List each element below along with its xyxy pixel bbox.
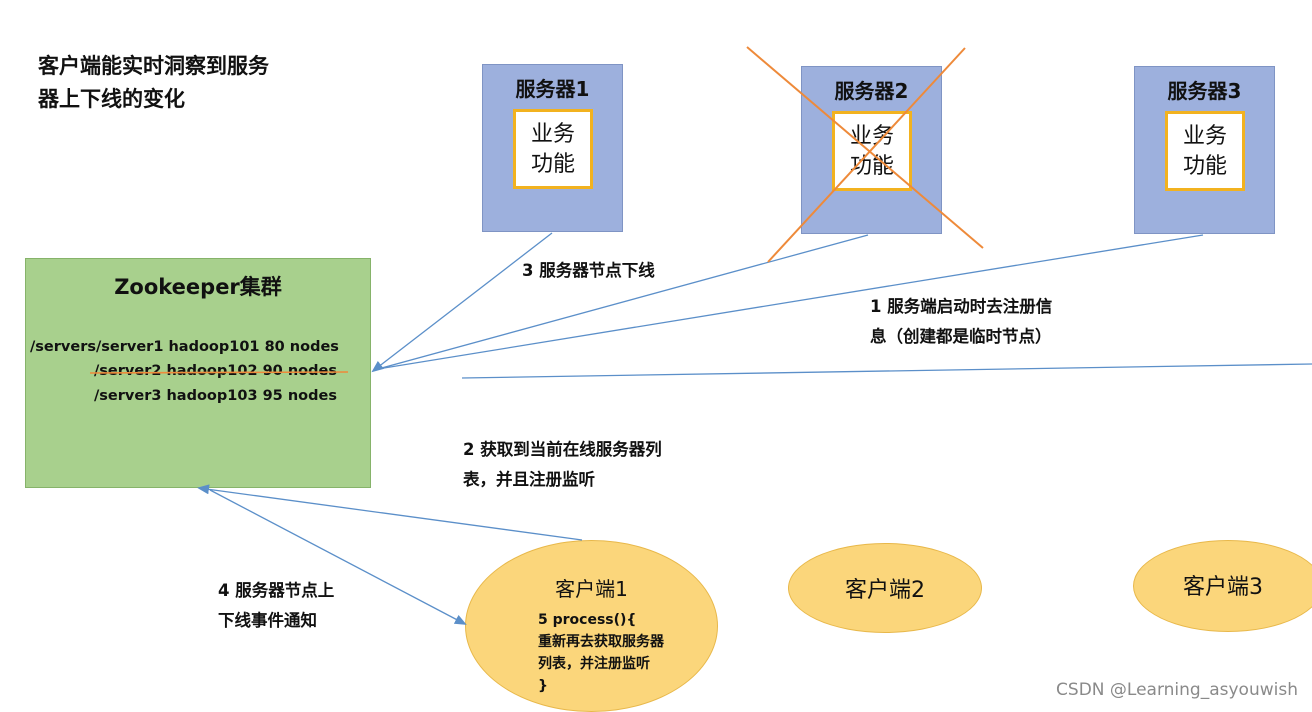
- diagram-title: 客户端能实时洞察到服务 器上下线的变化: [38, 50, 328, 116]
- client-1-label: 客户端1: [555, 577, 628, 601]
- offline-cross-line-b: [767, 47, 966, 263]
- client-3-ellipse: 客户端3: [1133, 540, 1312, 632]
- arrow-client1-to-zk: [197, 484, 583, 541]
- zk-server2-strikethrough: [89, 371, 349, 374]
- title-line-2: 器上下线的变化: [38, 87, 185, 111]
- zookeeper-title: Zookeeper集群: [114, 275, 282, 299]
- offline-cross-line-a: [746, 46, 984, 249]
- server-3-business-box: 业务 功能: [1165, 111, 1245, 191]
- client-1-ellipse: 客户端1 5 process(){ 重新再去获取服务器 列表，并注册监听 }: [465, 540, 718, 712]
- zk-node-server2: /server2 hadoop102 90 nodes: [94, 363, 337, 379]
- title-line-1: 客户端能实时洞察到服务: [38, 54, 269, 78]
- zk-node-server1: /servers/server1 hadoop101 80 nodes: [30, 339, 339, 355]
- process-line-1: 5 process(){: [538, 612, 637, 628]
- step-4-line-2: 下线事件通知: [218, 611, 317, 630]
- line-server2-to-zk: [377, 234, 869, 370]
- client-2-ellipse: 客户端2: [788, 543, 982, 633]
- zk-node-server3: /server3 hadoop103 95 nodes: [94, 388, 337, 404]
- server-1-box: 服务器1 业务 功能: [482, 64, 623, 232]
- step-1-label: 1 服务端启动时去注册信 息（创建都是临时节点）: [870, 292, 1052, 352]
- step-2-label: 2 获取到当前在线服务器列 表，并且注册监听: [463, 435, 662, 495]
- arrow-zk-to-client1: [209, 489, 467, 625]
- step-3-label: 3 服务器节点下线: [522, 261, 655, 280]
- client-3-label: 客户端3: [1183, 575, 1263, 600]
- server-1-business-box: 业务 功能: [513, 109, 593, 189]
- line-right-to-zk: [461, 363, 1312, 379]
- client-2-label: 客户端2: [845, 578, 925, 603]
- step-2-line-2: 表，并且注册监听: [463, 470, 595, 489]
- process-line-3: 列表，并注册监听: [538, 656, 650, 672]
- step-2-line-1: 2 获取到当前在线服务器列: [463, 440, 662, 459]
- server-3-box: 服务器3 业务 功能: [1134, 66, 1275, 234]
- arrow-server1-to-zk: [371, 232, 553, 373]
- step-4-label: 4 服务器节点上 下线事件通知: [218, 576, 334, 636]
- process-callback-text: 5 process(){ 重新再去获取服务器 列表，并注册监听 }: [538, 609, 664, 697]
- server-2-label: 服务器2: [834, 79, 909, 103]
- csdn-watermark: CSDN @Learning_asyouwish: [1056, 680, 1298, 700]
- server-3-label: 服务器3: [1167, 79, 1242, 103]
- step-1-line-2: 息（创建都是临时节点）: [870, 327, 1052, 346]
- step-1-line-1: 1 服务端启动时去注册信: [870, 297, 1053, 316]
- line-server3-to-zk: [377, 234, 1204, 370]
- process-line-2: 重新再去获取服务器: [538, 634, 664, 650]
- process-line-4: }: [538, 678, 548, 694]
- server-1-label: 服务器1: [515, 77, 590, 101]
- step-4-line-1: 4 服务器节点上: [218, 581, 335, 600]
